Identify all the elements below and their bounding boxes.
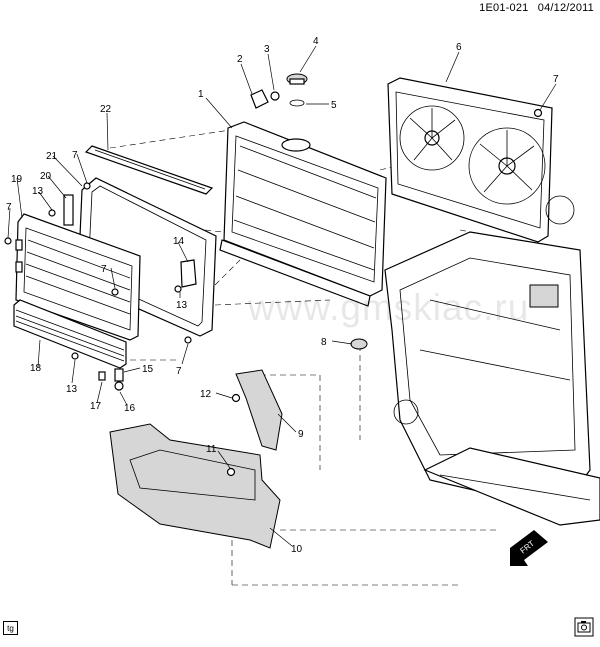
callout-7e: 7 bbox=[6, 202, 12, 213]
callout-6: 6 bbox=[456, 42, 462, 53]
callout-16: 16 bbox=[124, 403, 136, 414]
upper-seal-strip bbox=[84, 145, 214, 195]
corner-tag: tg bbox=[3, 621, 18, 635]
callout-20: 20 bbox=[40, 171, 52, 182]
drain-plug-group bbox=[98, 368, 124, 391]
callout-7c: 7 bbox=[176, 366, 182, 377]
callout-13b: 13 bbox=[176, 300, 188, 311]
cap-fitting bbox=[250, 89, 280, 109]
insulator bbox=[350, 338, 368, 350]
callout-9: 9 bbox=[298, 429, 304, 440]
radiator bbox=[219, 121, 387, 307]
callout-12: 12 bbox=[200, 389, 212, 400]
leader-lines bbox=[7, 45, 557, 547]
bracket-14 bbox=[180, 259, 197, 288]
surge-tank-cap bbox=[286, 73, 308, 107]
callout-4: 4 bbox=[313, 36, 319, 47]
front-structure bbox=[384, 195, 600, 526]
diagram-code: 1E01-021 bbox=[479, 2, 529, 14]
bracket-20 bbox=[63, 194, 74, 226]
diagram-date: 04/12/2011 bbox=[537, 2, 594, 14]
camera-icon bbox=[574, 617, 594, 637]
callout-19: 19 bbox=[11, 174, 23, 185]
callout-8: 8 bbox=[321, 337, 327, 348]
callout-13c: 13 bbox=[66, 384, 78, 395]
condenser bbox=[15, 213, 141, 341]
callout-21: 21 bbox=[46, 151, 58, 162]
callout-1: 1 bbox=[198, 89, 204, 100]
fasteners bbox=[4, 182, 241, 477]
callout-14: 14 bbox=[173, 236, 185, 247]
air-baffle-left bbox=[235, 369, 283, 451]
callout-10: 10 bbox=[291, 544, 303, 555]
callout-7d: 7 bbox=[72, 150, 78, 161]
callout-7b: 7 bbox=[101, 264, 107, 275]
fan-shroud bbox=[387, 77, 553, 243]
callout-17: 17 bbox=[90, 401, 102, 412]
callout-labels: 1 2 3 4 5 6 7 8 9 10 11 12 13 14 15 16 1… bbox=[6, 36, 559, 555]
callout-15: 15 bbox=[142, 364, 154, 375]
callout-3: 3 bbox=[264, 44, 270, 55]
diagram-header: 1E01-021 04/12/2011 bbox=[479, 2, 594, 14]
callout-18: 18 bbox=[30, 363, 42, 374]
callout-7a: 7 bbox=[553, 74, 559, 85]
lower-deflector bbox=[109, 423, 281, 549]
watermark: www.gmskiac.ru bbox=[248, 287, 530, 328]
callout-22: 22 bbox=[100, 104, 112, 115]
direction-arrow: FRT bbox=[510, 530, 548, 566]
bolt-7-shroud bbox=[533, 108, 543, 118]
callout-13a: 13 bbox=[32, 186, 44, 197]
callout-11: 11 bbox=[206, 444, 217, 455]
callout-5: 5 bbox=[331, 100, 337, 111]
oil-cooler bbox=[13, 299, 127, 369]
callout-2: 2 bbox=[237, 54, 243, 65]
